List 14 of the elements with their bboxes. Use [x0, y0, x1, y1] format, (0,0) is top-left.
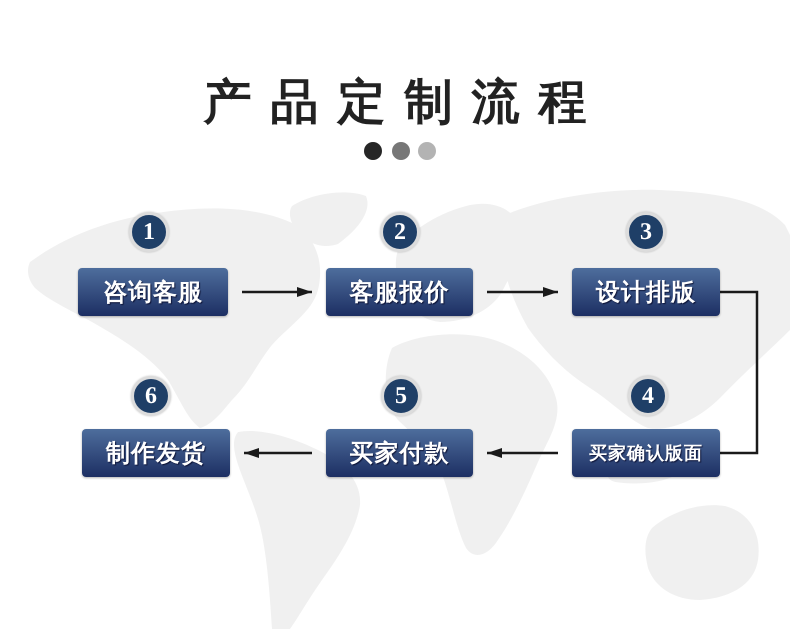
step-box: 咨询客服 [78, 268, 228, 316]
step-box: 制作发货 [82, 429, 230, 477]
step-box: 买家付款 [326, 429, 473, 477]
step-box: 客服报价 [326, 268, 473, 316]
step-box: 买家确认版面 [572, 429, 720, 477]
title: 产品定制流程 [202, 76, 606, 128]
arrow [487, 287, 558, 297]
step-number: 6 [131, 376, 171, 416]
arrow [242, 287, 312, 297]
step-number: 2 [380, 212, 420, 252]
connector-line [720, 290, 758, 454]
step-box: 设计排版 [572, 268, 720, 316]
arrow [244, 448, 312, 458]
arrow [487, 448, 558, 458]
